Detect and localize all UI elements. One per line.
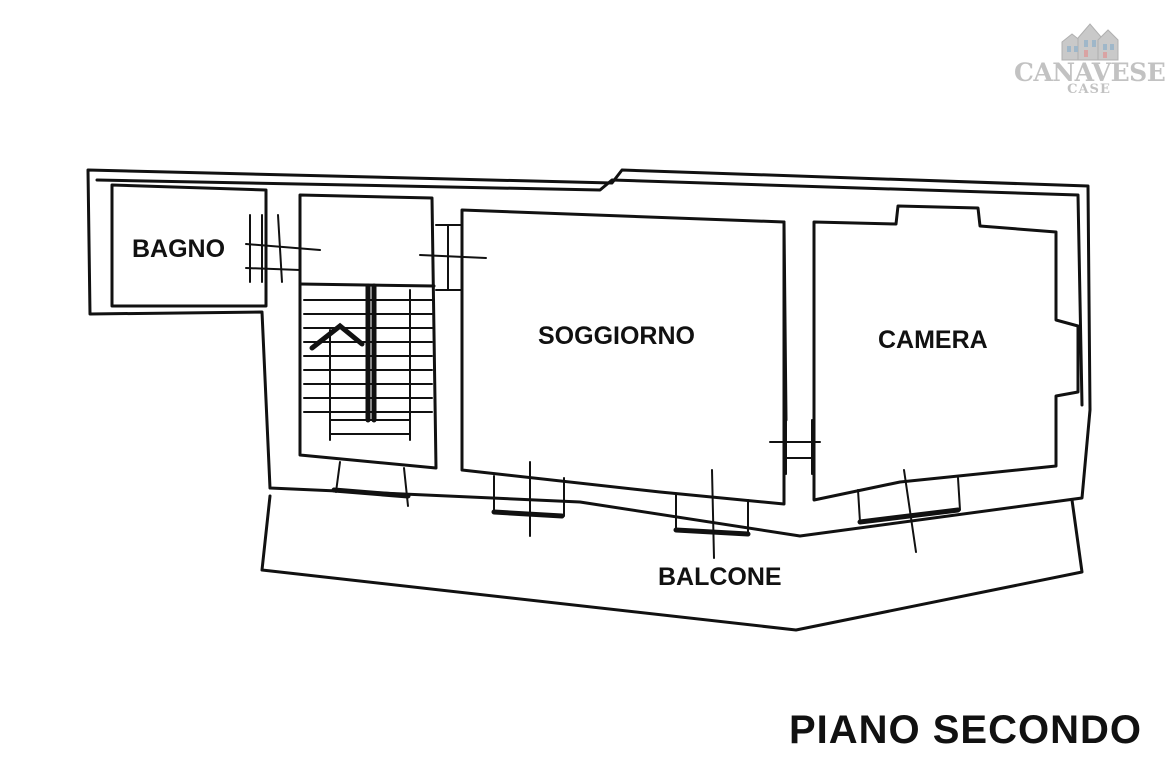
soggiorno-walls bbox=[460, 208, 788, 506]
room-label-camera: CAMERA bbox=[878, 326, 988, 354]
balcone-walls bbox=[260, 494, 1084, 632]
room-label-balcone: BALCONE bbox=[658, 563, 782, 591]
door-soggiorno bbox=[419, 224, 487, 291]
brand-logo: CANAVESE CASE bbox=[1014, 14, 1166, 100]
staircase bbox=[298, 193, 438, 470]
camera-walls bbox=[812, 204, 1080, 502]
room-label-soggiorno: SOGGIORNO bbox=[538, 322, 695, 350]
logo-name: CANAVESE bbox=[1014, 58, 1166, 87]
outer-walls bbox=[86, 168, 1092, 538]
room-label-bagno: BAGNO bbox=[132, 235, 225, 263]
stair-arrow-icon bbox=[309, 322, 365, 351]
bagno-walls bbox=[110, 183, 321, 308]
logo-subtitle: CASE bbox=[1067, 82, 1111, 97]
floor-title: PIANO SECONDO bbox=[788, 708, 1142, 752]
houses-icon bbox=[1061, 23, 1119, 61]
windows bbox=[331, 461, 961, 559]
door-camera bbox=[769, 419, 821, 475]
